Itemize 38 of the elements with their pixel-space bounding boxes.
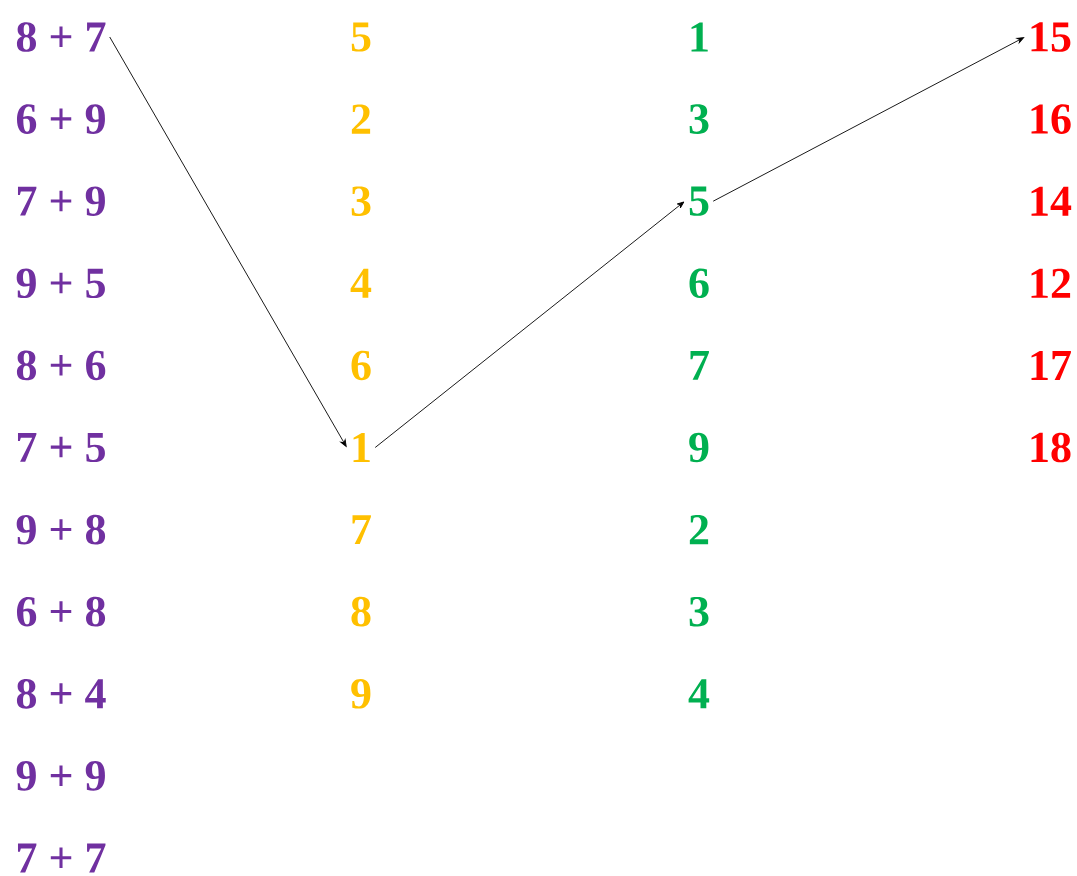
arrow [374,201,685,448]
number-text: 2 [689,515,709,545]
sum-text: 18 [1031,432,1071,463]
number-text: 4 [350,268,372,298]
number-text: 3 [351,186,371,216]
number-text: 9 [351,679,371,709]
sum-text: 12 [1031,268,1071,298]
number-text: 3 [689,596,709,627]
number-text: 4 [688,679,710,709]
number-text: 1 [691,22,708,52]
sum-expression: 8 + 6 [16,350,106,381]
arrow [712,37,1025,202]
number-text: 6 [689,268,709,299]
sum-expression: 7 + 9 [18,186,105,216]
number-text: 8 [351,596,371,627]
sum-text: 17 [1031,350,1071,380]
number-text: 6 [351,350,371,381]
number-text: 9 [689,432,709,463]
number-text: 5 [689,186,709,216]
number-text: 5 [351,22,371,52]
sum-expression: 9 + 9 [16,761,105,791]
arrow [109,36,347,447]
number-text: 2 [351,104,371,134]
number-text: 3 [689,104,709,134]
sum-expression: 8 + 7 [16,22,106,52]
sum-text: 16 [1031,104,1071,134]
sum-expression: 9 + 5 [16,268,105,299]
sum-text: 15 [1031,22,1071,52]
sum-text: 14 [1031,186,1072,216]
sum-expression: 7 + 7 [18,843,106,873]
number-text: 7 [352,515,371,544]
sum-expression: 7 + 5 [18,432,105,463]
number-text: 1 [353,433,370,462]
sum-expression: 9 + 8 [16,514,106,545]
sum-expression: 8 + 4 [16,678,106,709]
sum-expression: 6 + 9 [17,104,105,134]
number-text: 7 [690,351,709,380]
sum-expression: 6 + 8 [17,596,106,627]
